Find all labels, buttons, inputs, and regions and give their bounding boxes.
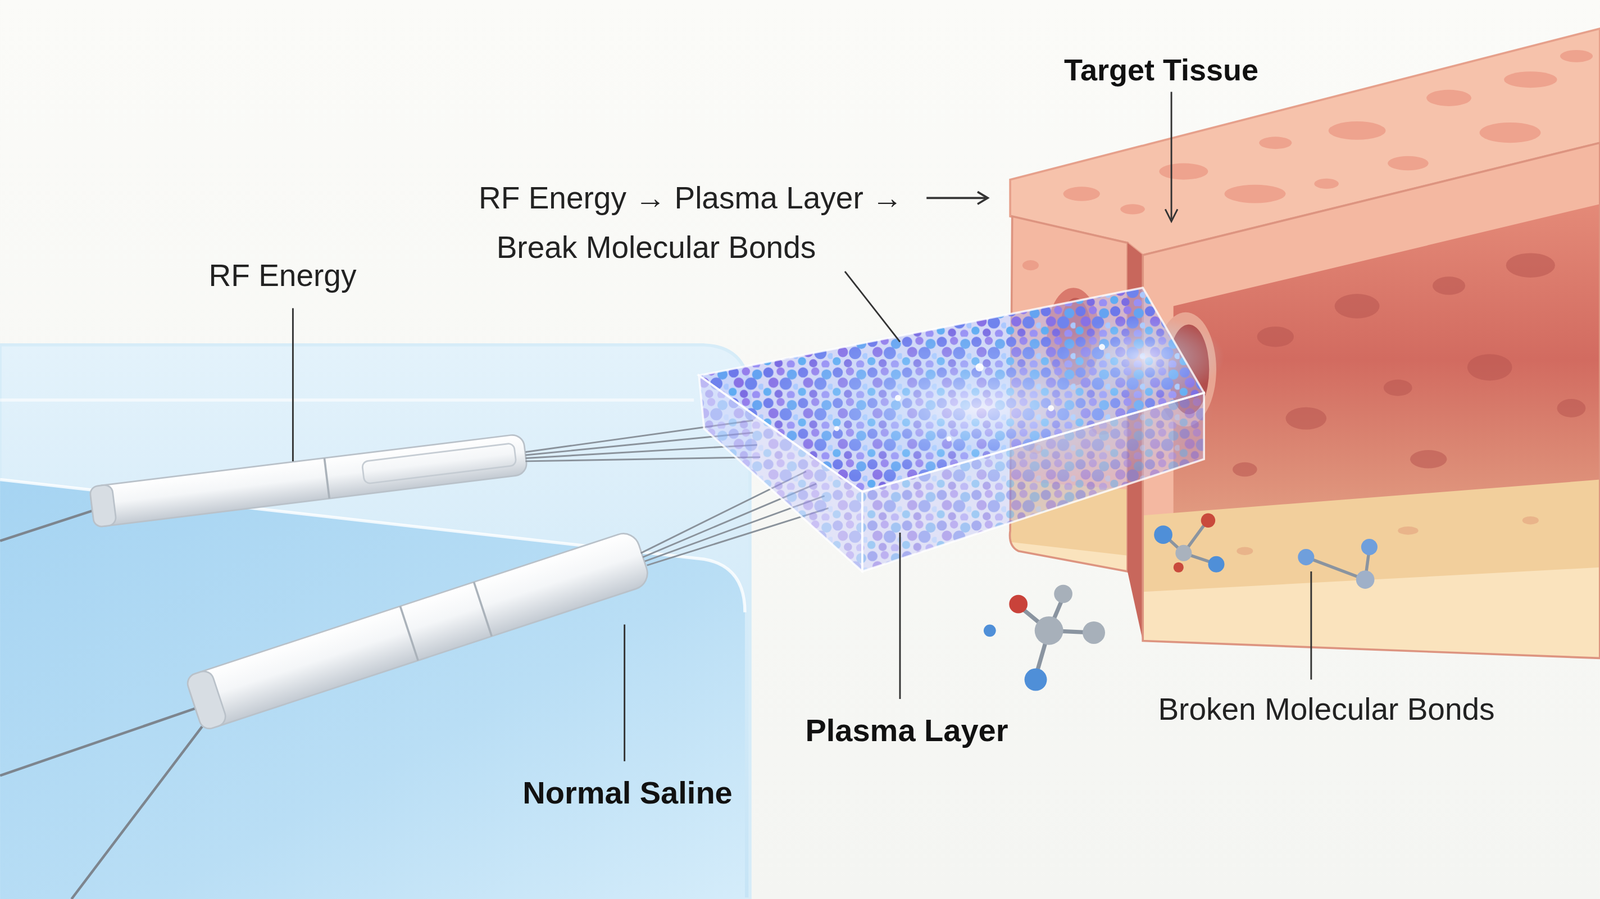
leader-lines-part — [1165, 208, 1178, 222]
plasma-layer-part-part — [1047, 405, 1054, 412]
label: Plasma Layer — [805, 711, 1008, 749]
plasma-layer-part-part — [834, 425, 840, 431]
label: Break Molecular Bonds — [496, 228, 817, 266]
electrode-wires-part — [71, 726, 202, 899]
target-tissue-part-part — [1328, 121, 1386, 140]
leader-lines-part — [623, 624, 626, 761]
flow-arrow-part — [977, 191, 988, 204]
electrode — [184, 529, 652, 731]
label: Broken Molecular Bonds — [1157, 690, 1495, 728]
molecules-part — [1201, 513, 1216, 528]
target-tissue-part-part-part — [1232, 462, 1258, 477]
target-tissue-part-part — [1479, 122, 1542, 143]
electrode — [89, 433, 528, 528]
leader-lines-part — [1170, 91, 1173, 220]
plasma-layer-part — [834, 343, 1106, 442]
target-tissue-part-part-part — [1557, 398, 1586, 418]
leader-lines-part — [899, 532, 902, 699]
label: Normal Saline — [522, 773, 733, 812]
saline-tank-part — [0, 344, 750, 899]
plasma-layer — [698, 287, 1225, 572]
electrode-part — [361, 442, 517, 484]
saline-tank-part — [0, 479, 745, 899]
target-tissue-part-part — [1000, 541, 1133, 593]
target-tissue-part-part-part — [1257, 326, 1294, 347]
label: RF Energy → Plasma Layer → — [478, 179, 903, 217]
electrode-wires-part — [0, 707, 197, 776]
leader-lines-part — [844, 271, 900, 342]
plasma-layer-part — [698, 375, 863, 572]
leader-lines-part — [292, 307, 294, 461]
target-tissue-part-part — [1120, 203, 1145, 215]
target-tissue-part-part — [1236, 516, 1539, 556]
molecules-part — [1175, 544, 1192, 562]
molecules-part — [1356, 570, 1375, 589]
target-tissue-part-part-part — [1236, 546, 1253, 556]
target-tissue-part-part — [1560, 50, 1593, 63]
leader-lines — [292, 91, 1311, 761]
molecules-part — [1024, 668, 1048, 692]
target-tissue-part-part-part — [1383, 379, 1413, 397]
electrode-wires-part — [0, 510, 94, 541]
plasma-layer-part-part — [946, 435, 952, 442]
electrode-part — [89, 433, 528, 528]
molecules-part — [983, 624, 997, 637]
molecules-part — [1153, 525, 1173, 544]
electrode-part — [473, 582, 492, 637]
plasma-layer-part-part — [1098, 343, 1106, 350]
target-tissue-part-part — [1063, 186, 1100, 201]
saline-tank-part — [0, 398, 694, 402]
leader-lines-part — [1310, 571, 1312, 680]
target-tissue-part-part-part — [1467, 353, 1513, 381]
molecules-part — [1008, 594, 1028, 614]
plasma-layer-part — [862, 392, 1204, 572]
target-tissue-part-part — [1258, 136, 1292, 149]
target-tissue-part-part — [1426, 89, 1472, 107]
plasma-layer-part-part — [894, 394, 902, 402]
target-tissue-part-part — [1387, 156, 1429, 171]
target-tissue-part-part-part — [1022, 260, 1039, 271]
target-tissue-part-part-part — [1522, 516, 1539, 525]
electrode-part — [184, 668, 229, 731]
target-tissue-part-part — [1232, 252, 1586, 477]
molecules — [983, 513, 1378, 692]
saline-tank — [0, 344, 750, 899]
target-tissue-part-part — [1158, 163, 1208, 180]
target-tissue-part-part-part — [1506, 252, 1556, 278]
target-tissue-part-part — [1173, 203, 1600, 516]
target-tissue-part-part — [1224, 184, 1286, 204]
molecules-part — [1297, 548, 1315, 566]
tip-wires-part — [525, 444, 757, 459]
molecules-part — [1082, 621, 1106, 644]
target-tissue-part-part-part — [1410, 450, 1447, 469]
tip-wires-part — [525, 457, 761, 462]
target-tissue-part-part-part — [1334, 293, 1380, 319]
molecules-part — [1173, 562, 1184, 573]
molecules-part — [1306, 557, 1366, 580]
flow-arrow — [926, 191, 988, 204]
electrode-part — [89, 484, 117, 528]
target-tissue-part-part-part — [1285, 407, 1327, 430]
label: RF Energy — [208, 256, 357, 294]
molecules-part — [1034, 616, 1064, 645]
electrode-wires — [0, 510, 203, 899]
plasma-layer-part-part — [975, 363, 984, 372]
electrode-part — [184, 529, 652, 731]
target-tissue-part-part — [1314, 178, 1339, 189]
target-tissue-part-part-part — [1432, 276, 1466, 295]
flow-arrow-part — [926, 197, 986, 200]
electrode-part — [400, 606, 418, 661]
molecules-part — [1053, 584, 1073, 604]
molecules-part — [1207, 556, 1225, 573]
electrode-part — [324, 457, 330, 499]
molecules-part — [1361, 538, 1378, 556]
target-tissue-part-part — [1503, 71, 1557, 88]
label: Target Tissue — [1064, 51, 1259, 89]
target-tissue-part-part-part — [1397, 526, 1418, 535]
